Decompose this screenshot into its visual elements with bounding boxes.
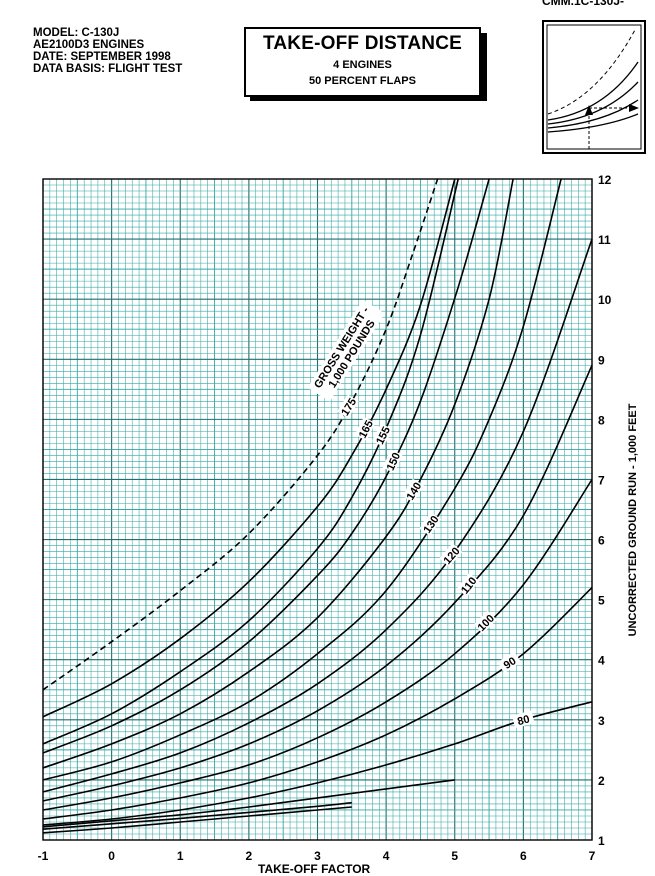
series-line-80	[42, 701, 593, 826]
chart-subtitle-flaps: 50 PERCENT FLAPS	[309, 75, 416, 87]
series-label-group: 90	[497, 651, 522, 674]
y-tick-label: 10	[598, 293, 612, 307]
y-tick-label: 4	[598, 654, 605, 668]
y-tick-label: 11	[598, 233, 611, 247]
x-tick-label: 1	[177, 849, 184, 863]
series-label-bg	[382, 449, 403, 473]
series-line-130	[42, 178, 562, 781]
chart-metadata: MODEL: C-130J AE2100D3 ENGINES DATE: SEP…	[33, 27, 182, 75]
y-axis-label: UNCORRECTED GROUND RUN - 1,000 FEET	[627, 403, 639, 637]
x-tick-label: 7	[589, 849, 596, 863]
y-tick-label: 1	[598, 834, 605, 848]
series-label-bg	[337, 394, 359, 419]
series-line-150	[42, 178, 490, 754]
meta-line-data-basis: DATA BASIS: FLIGHT TEST	[33, 63, 183, 75]
y-tick-label: 12	[598, 173, 612, 187]
y-tick-label: 7	[598, 473, 605, 487]
chart-title: TAKE-OFF DISTANCE	[262, 33, 462, 54]
series-line-140	[42, 178, 514, 769]
meta-line-engines: AE2100D3 ENGINES	[33, 39, 145, 51]
x-tick-label: 4	[383, 849, 390, 863]
chart-guide-thumbnail	[542, 20, 646, 154]
plot-border	[42, 178, 593, 841]
y-tick-label: 8	[598, 413, 605, 427]
series-line-unlabeled-11	[42, 779, 455, 828]
document-code: CMM.1C-130J-	[542, 0, 625, 8]
series-line-175	[42, 178, 439, 691]
x-tick-label: 2	[246, 849, 253, 863]
series-label-bg	[497, 651, 522, 674]
series-line-165	[42, 178, 456, 718]
x-tick-label: 6	[520, 849, 527, 863]
x-axis-label: TAKE-OFF FACTOR	[258, 862, 371, 876]
series-line-100	[42, 479, 593, 811]
series-line-unlabeled-13	[42, 806, 352, 834]
y-tick-label: 6	[598, 534, 605, 548]
x-tick-label: -1	[38, 849, 49, 863]
series-label-group: 80	[511, 710, 535, 729]
series-line-120	[42, 238, 593, 793]
title-box: TAKE-OFF DISTANCE 4 ENGINES 50 PERCENT F…	[244, 27, 481, 97]
meta-line-date: DATE: SEPTEMBER 1998	[33, 51, 171, 63]
grid	[42, 178, 593, 841]
series-label-bg	[511, 710, 535, 729]
series-label-bg	[419, 511, 442, 536]
y-tick-label: 2	[598, 774, 605, 788]
series-label-bg	[354, 416, 376, 441]
series-label-bg	[402, 478, 424, 503]
series-label-bg	[473, 610, 497, 634]
series-label-bg	[371, 423, 393, 447]
meta-line-model: MODEL: C-130J	[33, 27, 120, 39]
chart-guide-diagram	[546, 24, 642, 150]
series-line-unlabeled-12	[42, 801, 352, 830]
plot-frame	[42, 178, 593, 841]
series-lines	[42, 178, 593, 834]
x-tick-label: 0	[108, 849, 115, 863]
series-title-bg	[307, 299, 385, 402]
series-label-bg	[456, 573, 480, 597]
y-tick-label: 9	[598, 353, 605, 367]
series-label: 80	[516, 713, 531, 728]
series-line-110	[42, 364, 593, 802]
x-tick-label: 3	[314, 849, 321, 863]
chart-subtitle-engines: 4 ENGINES	[333, 59, 392, 71]
x-tick-label: 5	[451, 849, 458, 863]
y-tick-label: 5	[598, 594, 605, 608]
series-line-155	[42, 178, 459, 745]
series-label: 90	[502, 655, 519, 672]
y-tick-label: 3	[598, 714, 605, 728]
series-label-bg	[439, 543, 463, 567]
